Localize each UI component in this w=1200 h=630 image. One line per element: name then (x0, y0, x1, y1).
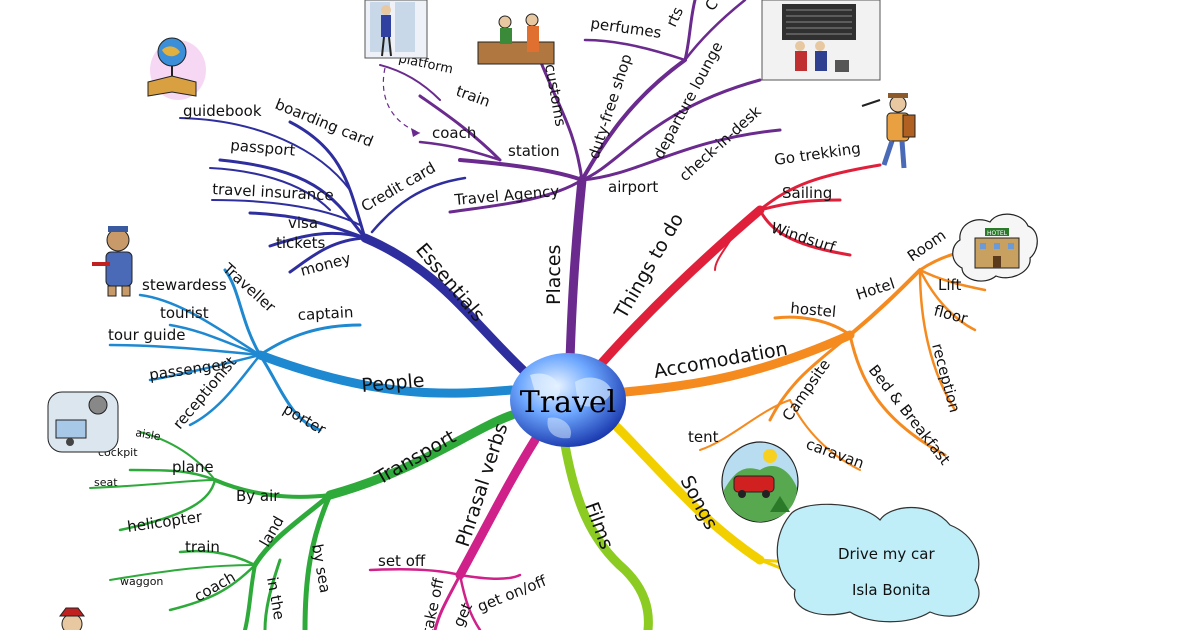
item-get: get (449, 600, 476, 630)
item-porter: porter (280, 400, 330, 439)
item-hostel: hostel (790, 299, 837, 321)
item-stewardess: stewardess (142, 276, 227, 294)
item-visa: visa (288, 214, 318, 232)
item-truncated-rts: rts (662, 4, 687, 30)
item-waggon: waggon (120, 575, 163, 588)
trekker-clipart (861, 93, 916, 169)
item-floor: floor (932, 301, 970, 327)
item-tour-guide: tour guide (108, 326, 185, 344)
item-passport: passport (230, 136, 297, 160)
campsite-clipart (721, 441, 799, 523)
item-truncated-c: C (701, 0, 722, 15)
item-airport: airport (608, 178, 658, 196)
branch-accomodation (620, 243, 1002, 471)
platform-clipart (364, 0, 428, 59)
label-people: People (361, 370, 426, 397)
item-train-land: train (185, 538, 220, 556)
item-seat: seat (94, 476, 118, 489)
branch-films (560, 440, 653, 630)
item-coach: coach (432, 124, 476, 142)
item-set-off: set off (378, 552, 426, 570)
item-captain: captain (297, 303, 354, 324)
item-by-air: By air (236, 487, 280, 505)
item-campsite: Campsite (779, 356, 834, 424)
customs-clipart (477, 13, 555, 65)
songs-cloud (776, 503, 980, 623)
item-traveller: Traveller (219, 259, 280, 317)
label-places: Places (543, 245, 565, 305)
label-essentials: Essentials (411, 239, 489, 326)
hotel-clipart: HOTEL (952, 213, 1038, 282)
label-transport: Transport (371, 426, 460, 490)
item-perfumes: perfumes (589, 14, 662, 42)
item-isla-bonita: Isla Bonita (852, 581, 931, 599)
item-plane: plane (172, 458, 214, 476)
item-aisle: aisle (134, 426, 161, 443)
item-take-off: take off (418, 576, 448, 630)
item-tent: tent (688, 428, 719, 446)
item-tickets: tickets (276, 234, 326, 252)
pilot-clipart (47, 391, 119, 453)
item-caravan: caravan (804, 435, 867, 473)
center-label: Travel (520, 385, 617, 420)
item-guidebook: guidebook (183, 102, 262, 120)
item-helicopter: helicopter (126, 508, 204, 536)
item-duty-free-shop: duty-free shop (585, 52, 636, 162)
person-clipart (59, 607, 85, 630)
item-drive-my-car: Drive my car (838, 545, 935, 563)
branch-people (108, 268, 517, 432)
center-globe[interactable]: Travel (510, 353, 626, 447)
branch-phrasal-verbs (368, 435, 540, 630)
item-money: money (298, 249, 352, 280)
label-things-to-do: Things to do (610, 209, 688, 323)
porter-clipart (92, 226, 133, 297)
branch-transport (89, 410, 517, 630)
item-reception: reception (928, 341, 964, 414)
item-customs: customs (541, 63, 570, 128)
item-windsurf: Windsurf (769, 219, 838, 257)
item-go-trekking: Go trekking (773, 139, 862, 169)
item-sailing: Sailing (782, 184, 832, 202)
label-songs: Songs (676, 472, 723, 533)
branch-essentials (179, 117, 530, 377)
hotel-sign-text: HOTEL (987, 230, 1008, 237)
branch-places (379, 0, 782, 365)
departures-clipart (761, 0, 881, 81)
item-coach-land: coach (191, 568, 238, 606)
item-train: train (454, 82, 493, 111)
item-tourist: tourist (160, 304, 209, 322)
branch-things-to-do (595, 163, 882, 370)
item-lift: Lift (938, 276, 962, 294)
globe-book-clipart (147, 37, 206, 100)
item-station: station (508, 142, 560, 160)
item-by-sea: by sea (308, 543, 334, 595)
